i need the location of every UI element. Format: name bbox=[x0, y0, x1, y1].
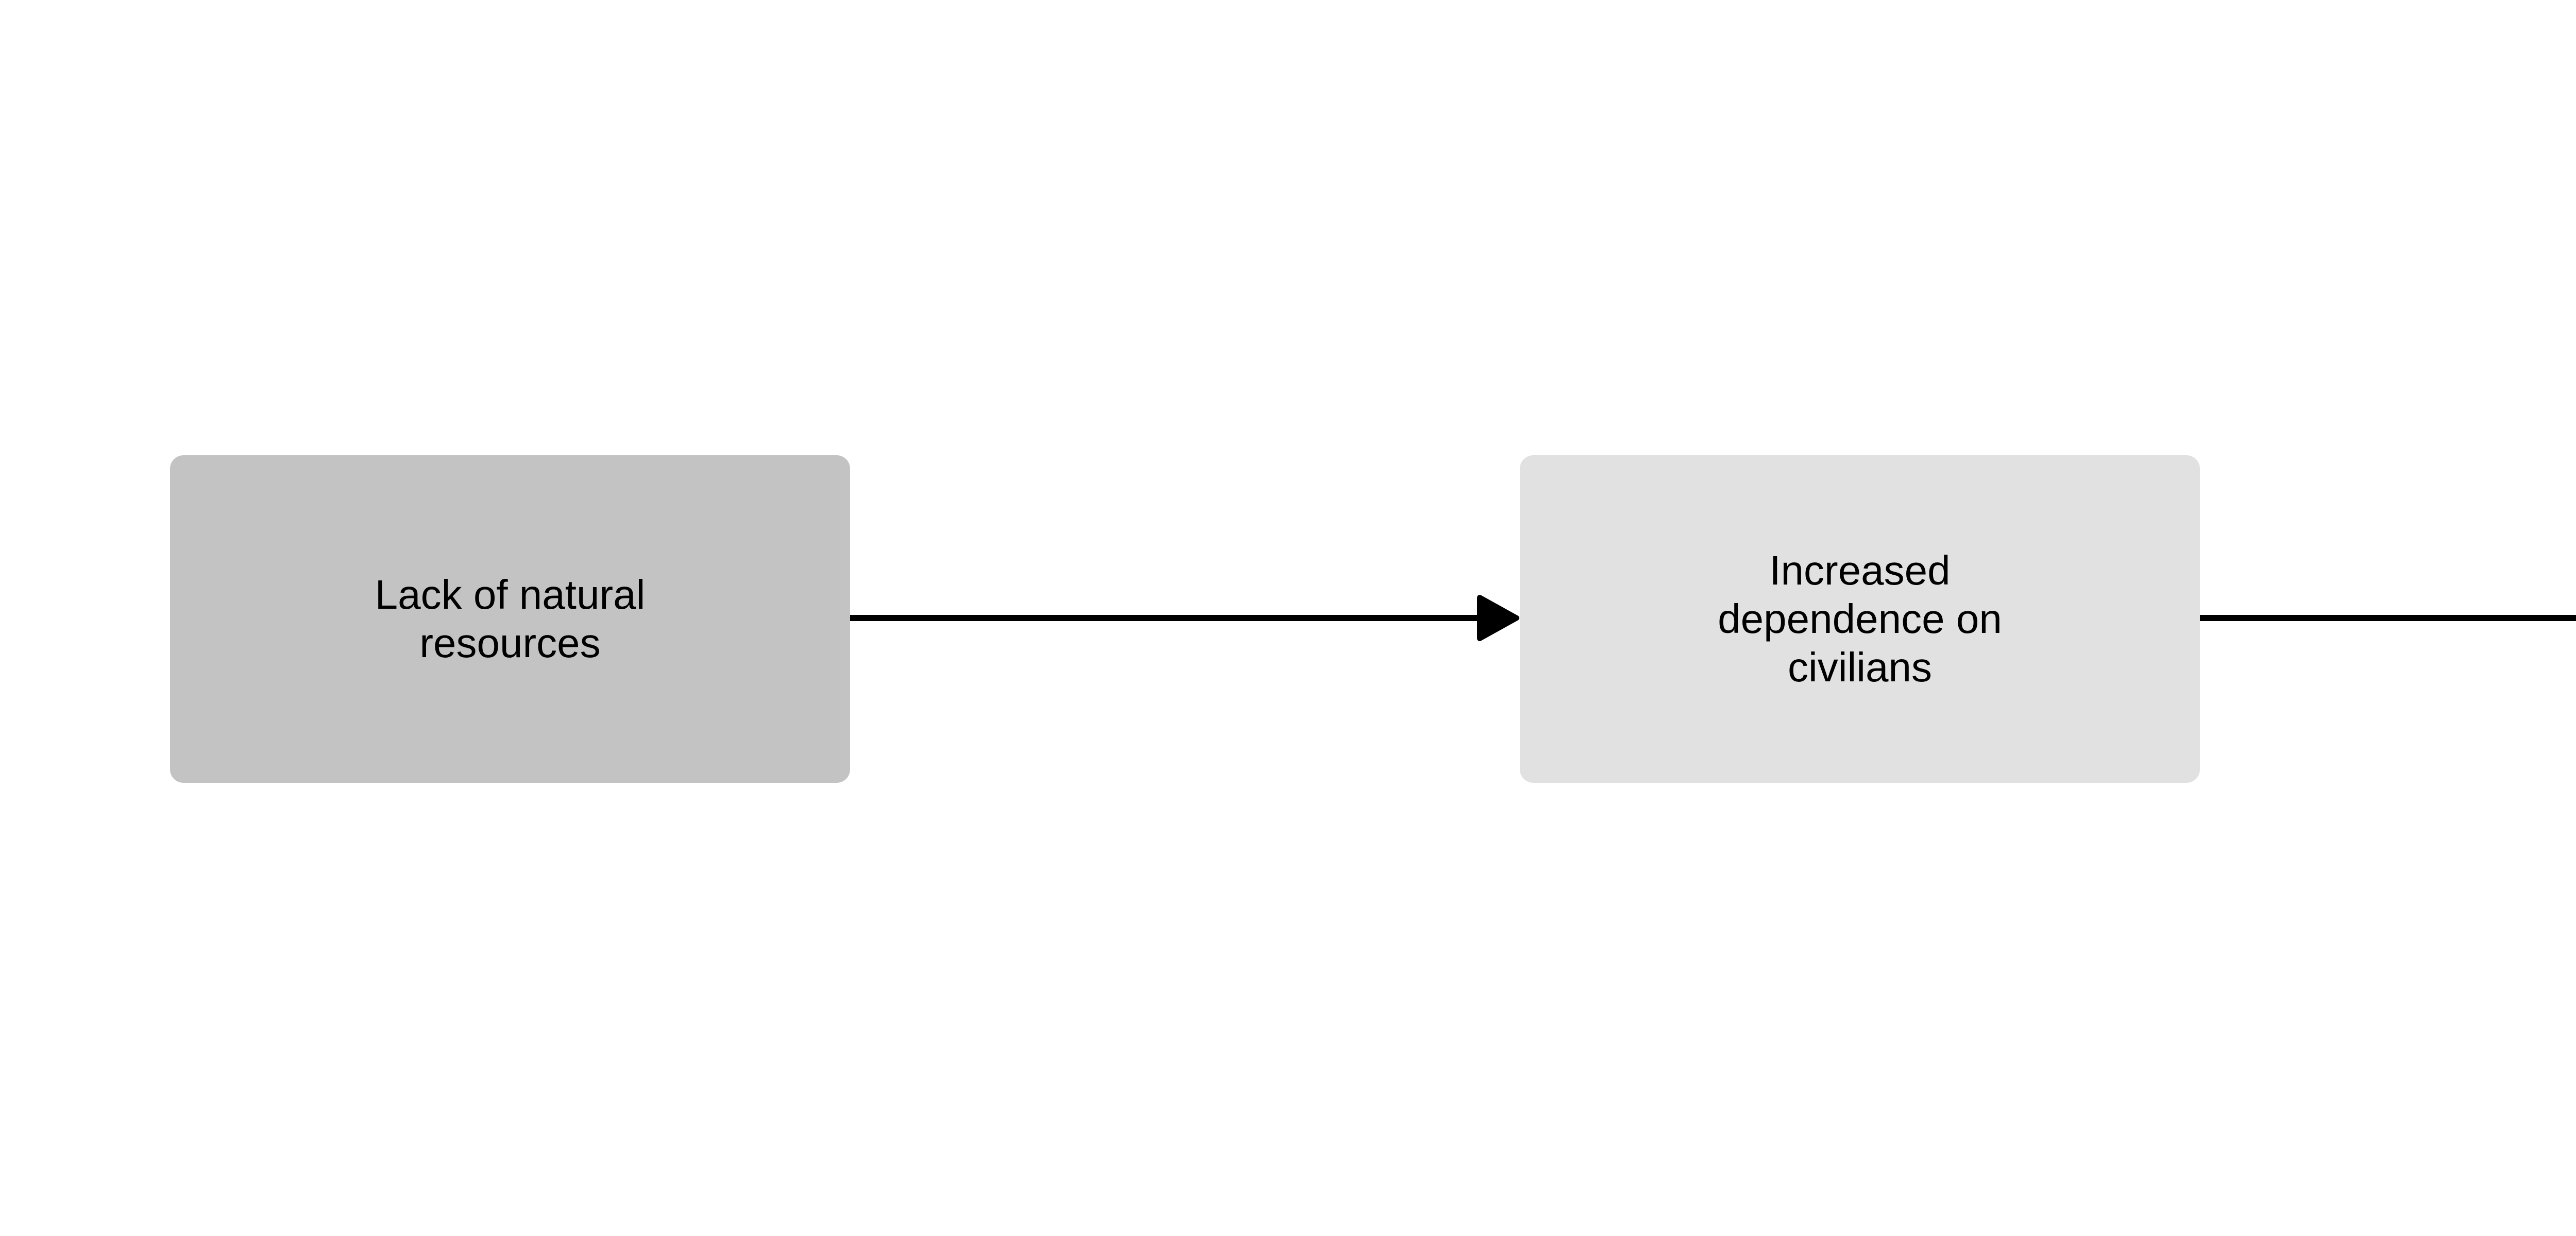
arrow-cause-to-mediator bbox=[850, 587, 1520, 649]
arrowhead-icon bbox=[1477, 595, 1519, 641]
arrow-graphic bbox=[2200, 615, 2576, 621]
arrow-graphic bbox=[850, 595, 1519, 641]
node-lack-of-natural-resources: Lack of natural resources bbox=[170, 455, 850, 783]
node-label: Increased dependence on civilians bbox=[1718, 547, 2002, 690]
node-label: Lack of natural resources bbox=[375, 572, 646, 666]
node-increased-dependence-on-civilians: Increased dependence on civilians bbox=[1520, 455, 2200, 783]
arrow-mediator-to-outcome bbox=[2200, 587, 2576, 649]
